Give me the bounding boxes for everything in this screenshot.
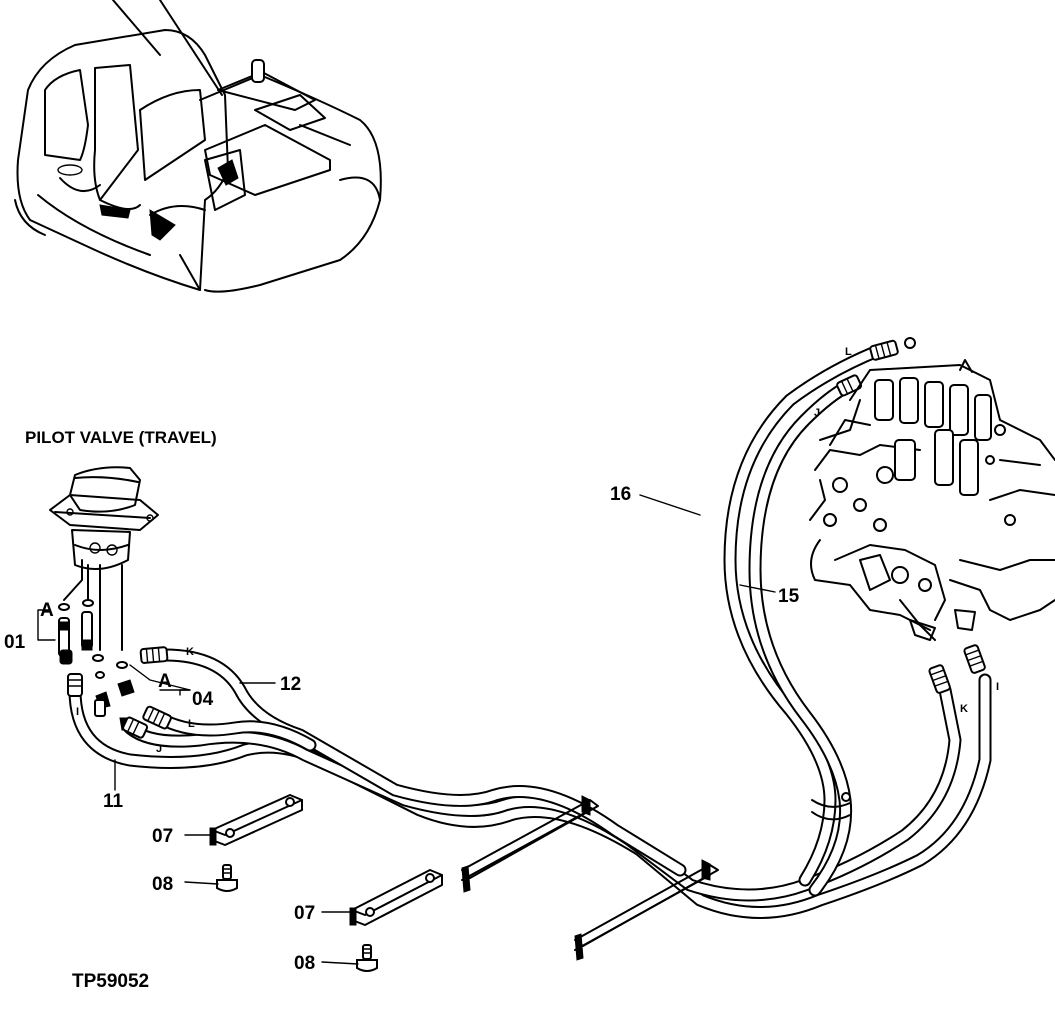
excavator-overview-illustration <box>14 0 382 293</box>
callout-07-upper: 07 <box>152 826 173 847</box>
plate-07-lower <box>349 869 443 926</box>
port-label-l-control: L <box>845 346 852 358</box>
port-label-i-valve: I <box>76 706 79 718</box>
bolt-08-lower <box>356 944 378 972</box>
hose-end-fittings <box>67 337 986 739</box>
diagram-title: PILOT VALVE (TRAVEL) <box>25 428 217 447</box>
leader-lines <box>37 494 776 965</box>
callout-01: 01 <box>4 632 26 653</box>
port-label-a-lower: A <box>158 671 172 692</box>
frame-brackets <box>461 795 719 961</box>
callout-07-lower: 07 <box>294 903 315 924</box>
port-label-k-valve: K <box>186 646 194 658</box>
port-label-a-upper: A <box>40 600 54 621</box>
port-label-k-control: K <box>960 703 968 715</box>
callout-08-lower: 08 <box>294 953 315 974</box>
callout-04: 04 <box>192 689 214 710</box>
port-label-j-control: J <box>814 407 820 419</box>
port-label-j-valve: J <box>156 743 162 755</box>
control-valve-illustration <box>809 359 1055 641</box>
plate-07-upper <box>209 794 303 846</box>
callout-16: 16 <box>610 484 631 505</box>
bolt-08-upper <box>216 864 238 892</box>
callout-11: 11 <box>103 791 124 812</box>
callout-15: 15 <box>778 586 800 607</box>
fittings-group <box>58 599 135 731</box>
pilot-valve-illustration <box>49 466 159 651</box>
hose-routing <box>68 343 992 919</box>
callout-08-upper: 08 <box>152 874 173 895</box>
figure-id: TP59052 <box>72 971 149 992</box>
callout-12: 12 <box>280 674 301 695</box>
port-label-l-valve: L <box>188 718 195 730</box>
port-label-i-control: I <box>996 681 999 693</box>
